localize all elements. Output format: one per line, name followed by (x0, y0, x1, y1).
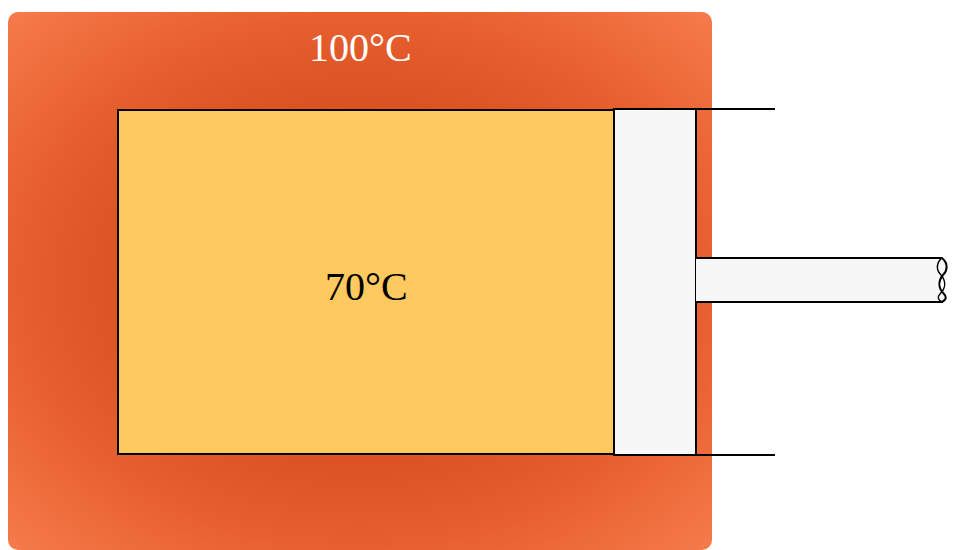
rod-break (937, 258, 944, 302)
temperature-label: 70°C (325, 263, 408, 310)
piston-head (614, 109, 696, 455)
temperature-label: 100°C (309, 24, 412, 71)
cylinder-wall (614, 108, 775, 110)
piston-rod (696, 258, 947, 302)
heat-bath: 100°C 70°C (8, 12, 712, 550)
gas-chamber: 70°C (117, 109, 615, 455)
cylinder-wall (614, 454, 775, 456)
